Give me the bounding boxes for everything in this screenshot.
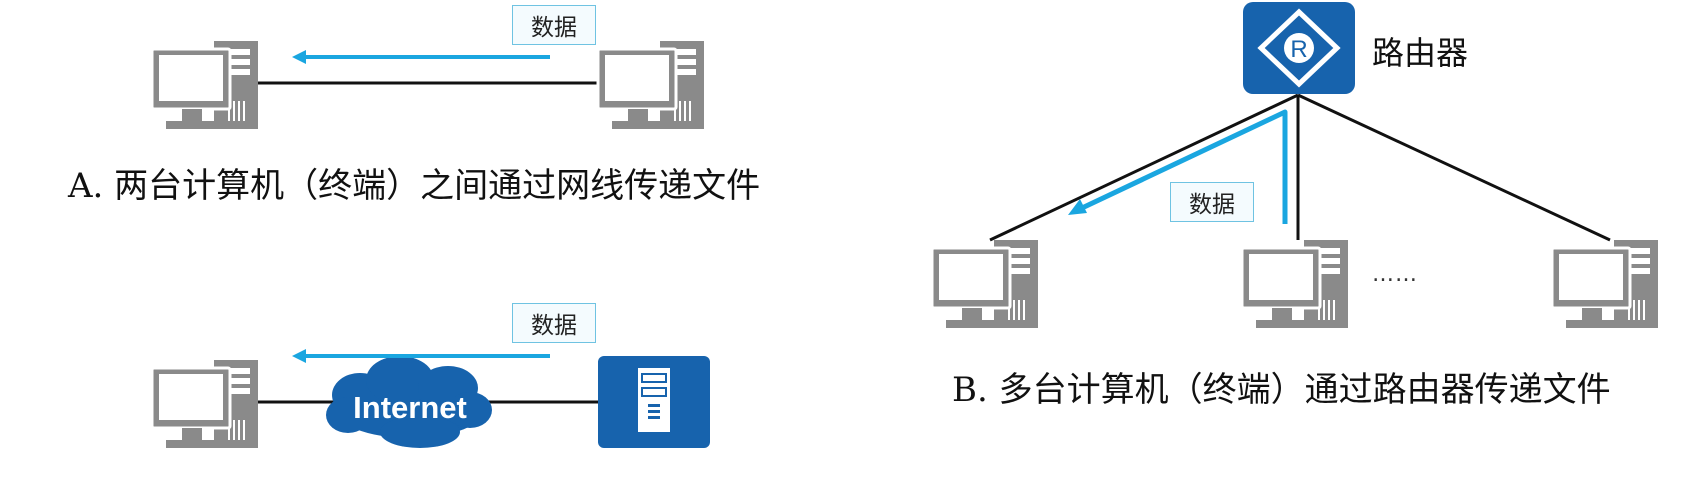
data-flow-arrow: [1068, 109, 1288, 224]
diagram-c: Internet: [150, 349, 710, 450]
data-flow-arrow: [292, 349, 550, 363]
cloud-icon: [326, 356, 492, 448]
diagram-b: R: [930, 2, 1660, 330]
router-icon: R: [1243, 2, 1355, 94]
data-label-tag: 数据: [512, 303, 596, 343]
computer-icon: [150, 358, 260, 450]
network-cable-line: [1297, 93, 1611, 242]
data-label-tag: 数据: [1170, 182, 1254, 222]
computer-icon: [930, 238, 1040, 330]
router-letter: R: [1290, 36, 1307, 63]
data-flow-arrow: [292, 50, 550, 64]
diagram-a: [150, 39, 706, 131]
computer-icon: [1240, 238, 1350, 330]
computer-icon: [596, 39, 706, 131]
caption-a: A. 两台计算机（终端）之间通过网线传递文件: [68, 166, 761, 206]
computer-icon: [150, 39, 260, 131]
router-label: 路由器: [1372, 34, 1469, 72]
caption-b: B. 多台计算机（终端）通过路由器传递文件: [952, 370, 1611, 410]
cloud-label: Internet: [353, 390, 467, 425]
data-label-tag: 数据: [512, 5, 596, 45]
server-icon: [598, 356, 710, 448]
computer-icon: [1550, 238, 1660, 330]
network-cable-line: [989, 93, 1299, 242]
ellipsis-more-computers: ……: [1372, 262, 1418, 287]
